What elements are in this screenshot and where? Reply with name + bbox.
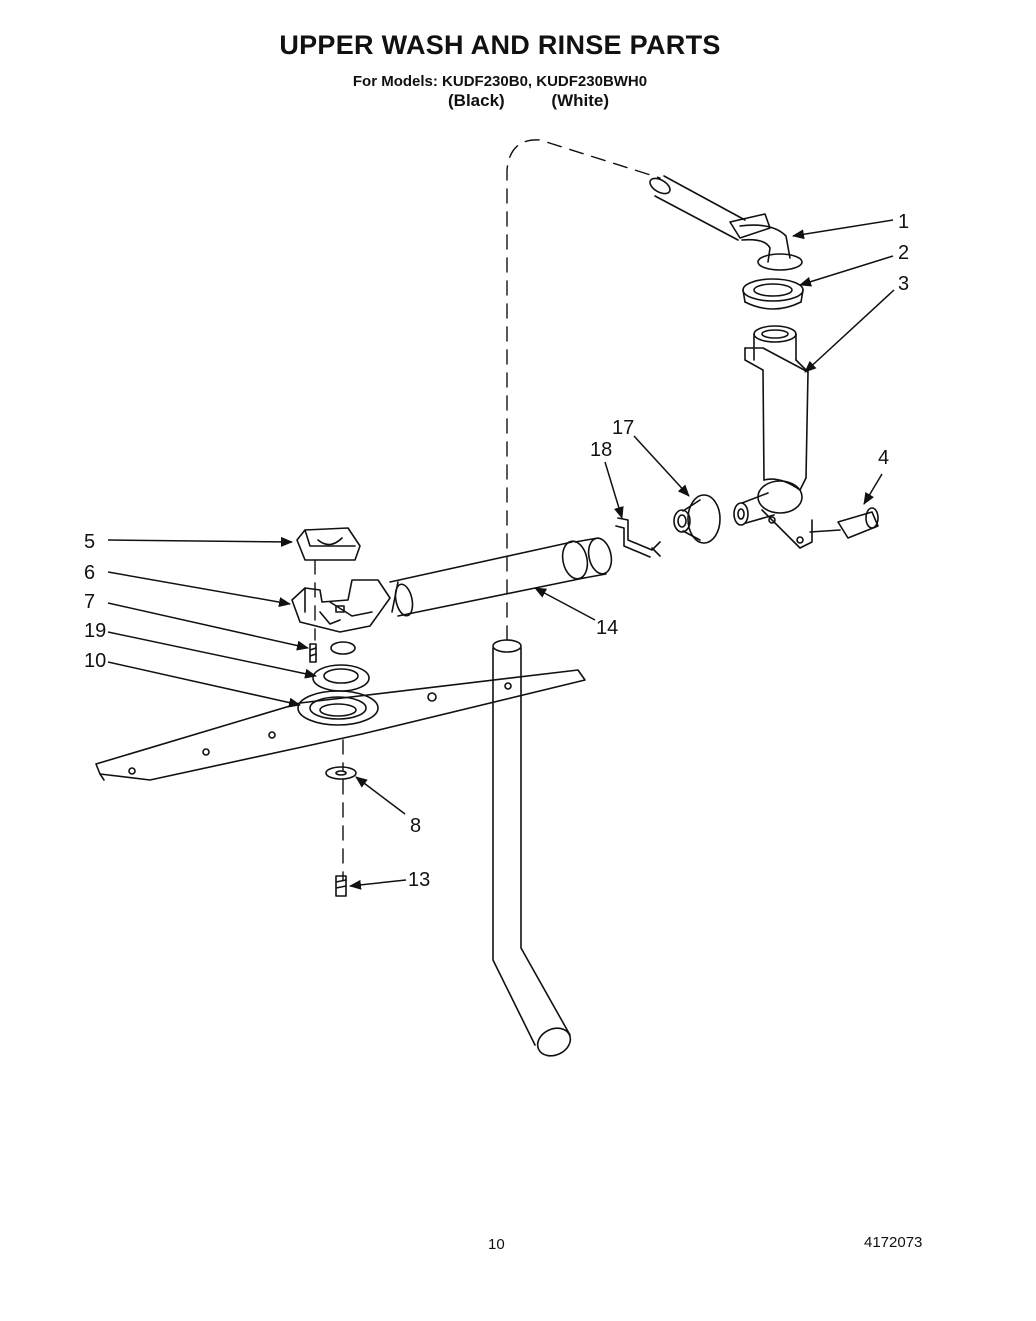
callout-5: 5 [84,531,95,553]
leader-6 [107,571,291,608]
document-number: 4172073 [864,1234,923,1251]
leader-19 [107,631,317,679]
callout-1: 1 [898,211,909,233]
leader-4 [863,473,883,505]
part-2-gasket [742,278,804,310]
part-13-screw [335,875,347,897]
upper-hose-part [649,175,771,241]
part-3-manifold [744,325,813,549]
part-10-spray-arm [95,669,586,781]
leader-7 [107,602,309,651]
part-17-seal [673,494,721,544]
callout-leaders [107,219,895,890]
leader-14 [534,587,596,621]
leader-17 [633,435,690,497]
callout-2: 2 [898,242,909,264]
callout-4: 4 [878,447,889,469]
callout-8: 8 [410,815,421,837]
variant-black-label: (Black) [448,91,505,110]
part-1-elbow [739,224,803,271]
part-5-cap [296,527,361,561]
variant-white-label: (White) [551,91,610,110]
leader-10 [107,661,301,708]
callout-13: 13 [408,869,430,891]
leader-3 [804,289,895,373]
callout-numbers: 1 2 3 4 5 6 7 19 10 8 13 14 17 18 [84,211,909,891]
callout-18: 18 [590,439,612,461]
page-number: 10 [488,1236,505,1253]
vertical-supply-tube [492,639,572,1057]
color-variants: (Black) (White) [448,91,609,111]
leader-5 [107,536,293,547]
callout-14: 14 [596,617,618,639]
part-19-seal-ring [312,664,370,692]
part-8-washer [325,766,357,780]
page-title: UPPER WASH AND RINSE PARTS [279,30,721,60]
models-line: For Models: KUDF230B0, KUDF230BWH0 [352,73,648,90]
dashed-routing-lines [314,139,661,881]
part-18-clip [615,517,661,558]
leader-2 [799,255,894,287]
part-6-bracket [291,579,391,633]
callout-7: 7 [84,591,95,613]
callout-10: 10 [84,650,106,672]
leader-8 [355,776,406,815]
part-4-connector [809,507,879,539]
manifold-inlet [733,492,775,526]
callout-3: 3 [898,273,909,295]
leader-13 [349,879,407,890]
part-7-screw [309,641,356,663]
part-14-conduit [389,537,613,617]
callout-6: 6 [84,562,95,584]
callout-19: 19 [84,620,106,642]
leader-1 [792,219,894,240]
leader-18 [604,461,624,519]
callout-17: 17 [612,417,634,439]
